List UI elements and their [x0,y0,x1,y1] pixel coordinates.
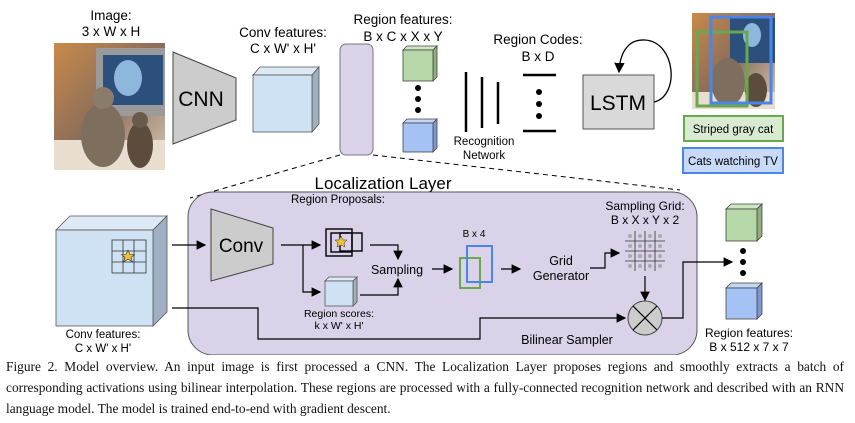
recognition-network-label-line1: Recognition [454,136,515,148]
sampling-grid-label-line2: B x X x Y x 2 [611,213,680,227]
region-feature-cube-blue [402,118,438,153]
model-overview-diagram: Image: 3 x W x H CNN Conv features: C x … [54,8,793,355]
grid-generator-label-line2: Generator [533,269,589,283]
sampling-point [638,244,642,248]
output-region-features-label-line1: Region features: [705,326,793,340]
sampling-point [648,264,652,268]
conv-features-label-line1: Conv features: [239,25,327,40]
region-features-label-line2: B x C x X x Y [363,29,442,44]
lstm-label: LSTM [590,92,646,115]
output-cube-green [725,203,763,242]
conv-label: Conv [219,236,264,257]
input-conv-features-label-line2: C x W' x H' [75,343,131,355]
arrow-features-to-sampler [172,307,627,340]
caption-cats-watching-tv: Cats watching TV [688,156,778,168]
arrow-to-sampling-grid [590,248,621,269]
green-bounding-box [695,30,749,108]
arrow-scores-to-sampling [360,277,403,296]
image-label-line1: Image: [90,8,131,23]
output-ellipsis-dots [740,248,746,276]
cnn-block: CNN [172,51,237,145]
ellipsis-dots [415,85,421,113]
sampling-point [658,264,662,268]
output-cube-blue [725,282,763,320]
region-proposals-label: Region Proposals: [291,194,385,206]
bilinear-sampler-icon [627,300,663,336]
output-image [692,13,775,109]
receptive-field-grid [111,239,147,274]
arrow-to-region-features [662,257,734,319]
conv-block: Conv [210,208,274,282]
sampling-point [628,254,632,258]
image-label-line2: 3 x W x H [82,24,141,39]
sampling-grid-icon [625,231,665,271]
region-codes-label-line2: B x D [521,49,554,64]
sampling-point [638,234,642,238]
star-icon [334,235,348,248]
boxes-label: B x 4 [463,229,486,240]
figure-caption: Figure 2. Model overview. An input image… [6,359,844,416]
sampling-point [638,264,642,268]
caption-box-blue: Cats watching TV [682,147,784,174]
lstm-block: LSTM [582,39,672,130]
zoom-line-left [189,154,341,199]
sampling-point [658,234,662,238]
proposal-box-green [459,257,481,289]
conv-features-label-line2: C x W' x H' [250,41,316,56]
region-features-label-line1: Region features: [353,12,452,27]
input-conv-features-label-line1: Conv features: [66,329,141,341]
input-conv-features-cube [55,215,168,327]
arrow-proposals-to-sampling [370,244,403,261]
conv-features-cube [252,65,320,134]
region-scores-label-line1: Region scores: [304,308,374,320]
sampling-point [648,234,652,238]
recognition-network-label-line2: Network [463,150,505,162]
star-icon [120,249,136,263]
sampling-label: Sampling [371,263,423,277]
sampling-point [628,234,632,238]
region-scores-cube [324,276,358,307]
anchor-boxes-icon [325,228,363,257]
localization-layer-title: Localization Layer [314,174,451,193]
region-feature-cube-green [402,45,438,82]
region-codes-icon [523,73,556,133]
caption-striped-gray-cat: Striped gray cat [693,124,774,136]
recurrent-arrow [614,39,672,103]
sampling-point [658,254,662,258]
zoom-line-right [372,154,681,191]
grid-generator-label-line1: Grid [549,254,573,268]
proposal-box-blue [466,245,493,283]
sampling-point [648,244,652,248]
sampling-point [628,244,632,248]
region-codes-label-line1: Region Codes: [493,32,582,47]
blue-bounding-box [709,15,773,105]
sampling-point [658,244,662,248]
region-scores-label-line2: k x W' x H' [315,320,364,332]
caption-box-green: Striped gray cat [683,115,784,142]
cnn-label: CNN [178,88,224,111]
localization-layer-box [187,191,698,355]
sampling-point [628,264,632,268]
input-image [54,43,165,170]
output-region-features-label-line2: B x 512 x 7 x 7 [709,340,789,354]
sampling-point [638,254,642,258]
arrow-to-scores [302,245,322,297]
bilinear-sampler-label: Bilinear Sampler [521,333,613,347]
sampling-point [648,254,652,258]
sampling-grid-label-line1: Sampling Grid: [605,199,684,213]
localization-layer-pill [339,43,374,156]
recognition-network-icon [464,72,500,132]
